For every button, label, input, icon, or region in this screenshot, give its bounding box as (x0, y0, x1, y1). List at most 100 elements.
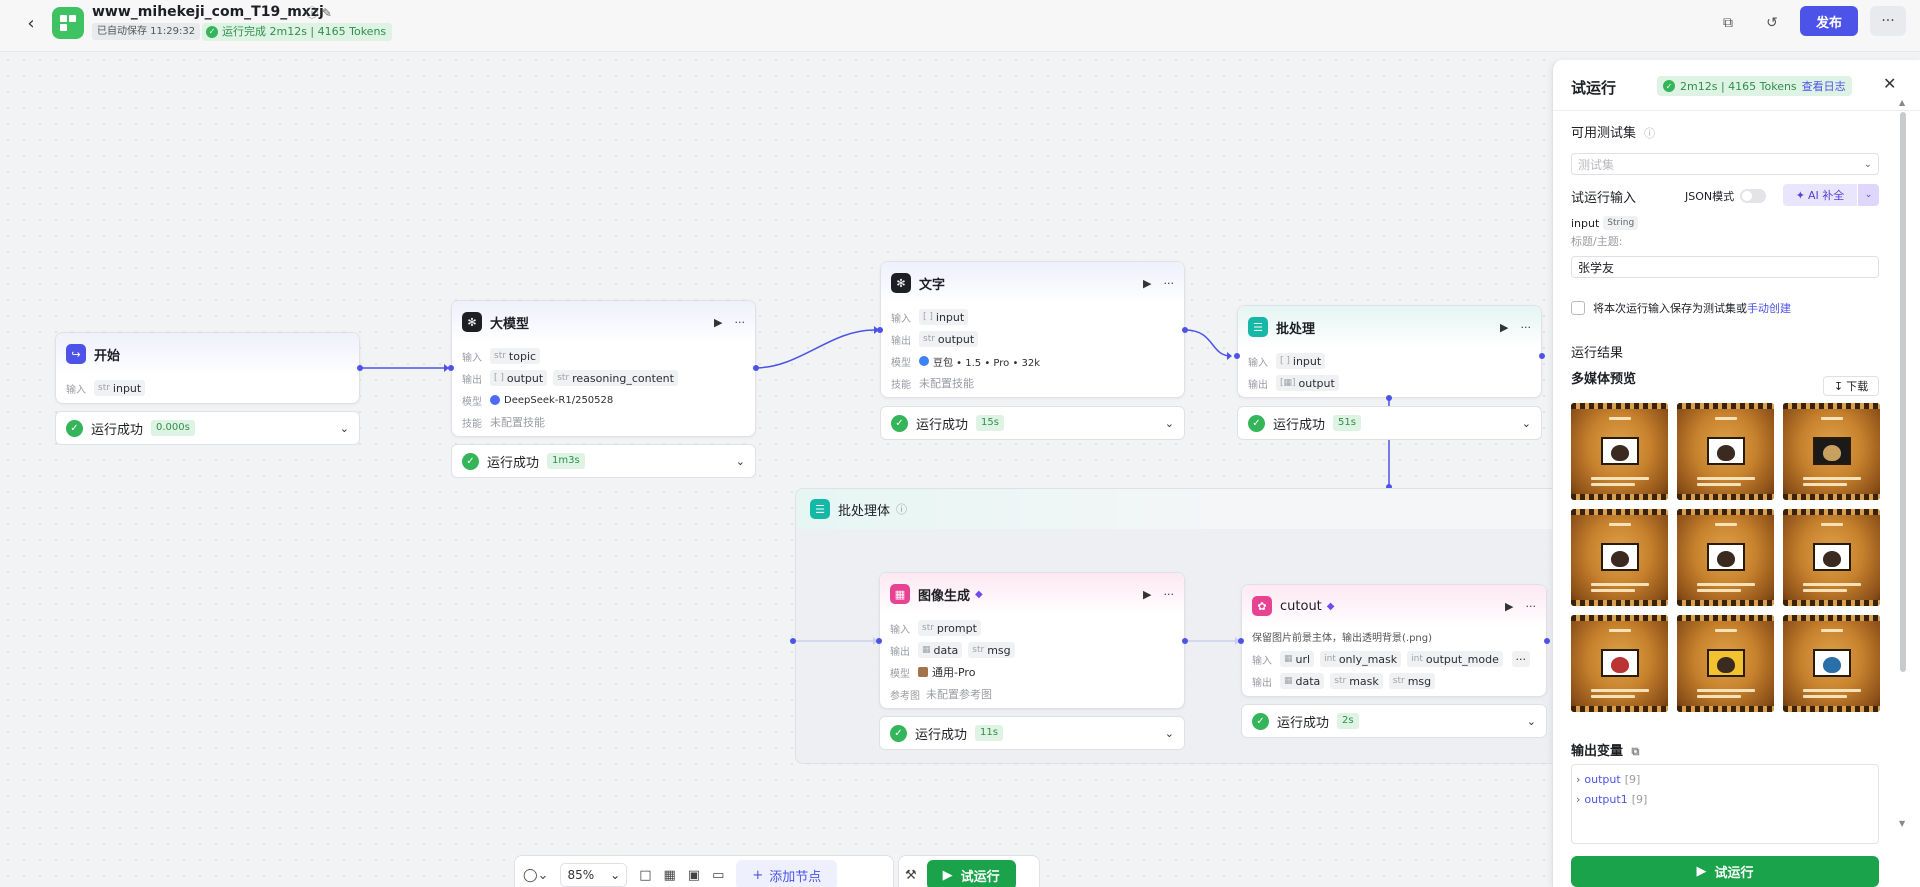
variable-tag: [ ]output (490, 370, 548, 386)
run-status-start[interactable]: ✓ 运行成功 0.000s ⌄ (55, 411, 360, 445)
output-port[interactable] (1182, 327, 1188, 333)
play-icon[interactable]: ▶ (714, 315, 723, 329)
play-icon[interactable]: ▶ (1505, 599, 1514, 613)
history-icon[interactable]: ↺ (1766, 15, 1778, 31)
media-thumbnail[interactable] (1571, 403, 1668, 500)
input-port[interactable] (1238, 638, 1244, 644)
media-thumbnail[interactable] (1677, 509, 1774, 606)
input-field[interactable]: 张学友 (1571, 256, 1879, 278)
premium-icon: ◆ (975, 588, 983, 600)
more-icon[interactable]: ··· (1163, 587, 1175, 601)
image-icon[interactable]: ▣ (687, 867, 701, 883)
media-thumbnail[interactable] (1677, 615, 1774, 712)
run-status-image-gen[interactable]: ✓ 运行成功 11s ⌄ (879, 716, 1185, 750)
run-status-llm[interactable]: ✓ 运行成功 1m3s ⌄ (451, 444, 756, 478)
ai-fill-button[interactable]: ✦AI 补全 ⌄ (1783, 184, 1879, 206)
more-icon[interactable]: ··· (1163, 276, 1175, 290)
panel-trial-run-button[interactable]: ▶ 试运行 (1571, 856, 1879, 887)
download-button[interactable]: ↧ 下载 (1823, 376, 1879, 396)
run-status-batch[interactable]: ✓ 运行成功 51s ⌄ (1237, 406, 1542, 440)
image-node-icon: ▦ (890, 584, 910, 604)
download-icon: ↧ (1833, 379, 1844, 393)
play-icon[interactable]: ▶ (1143, 587, 1152, 601)
trial-run-button[interactable]: ▶ 试运行 (926, 860, 1016, 887)
scroll-up-icon[interactable]: ▲ (1899, 98, 1906, 107)
json-mode-toggle[interactable]: JSON模式 (1685, 188, 1767, 204)
input-port[interactable] (448, 365, 454, 371)
layout-icon[interactable]: ▦ (663, 867, 676, 883)
output-port[interactable] (1182, 638, 1188, 644)
more-icon[interactable]: ··· (734, 315, 746, 329)
info-icon[interactable]: ⓘ (306, 6, 319, 20)
toggle-switch[interactable] (1740, 189, 1767, 203)
batch-body-port[interactable] (1386, 484, 1392, 490)
batch-port[interactable] (1386, 395, 1392, 401)
save-testset-checkbox[interactable] (1571, 301, 1585, 315)
node-batch[interactable]: ☰ 批处理 ▶ ··· 输入[ ]input 输出[▦]output (1237, 305, 1542, 398)
input-port[interactable] (1234, 353, 1240, 359)
add-node-button[interactable]: + 添加节点 (736, 860, 838, 887)
more-icon[interactable]: ··· (1511, 651, 1530, 667)
edit-icon[interactable]: ✎ (321, 6, 332, 20)
copy-icon[interactable]: ⧉ (1631, 745, 1640, 758)
chevron-down-icon[interactable]: ⌄ (339, 421, 349, 435)
view-log-link[interactable]: 查看日志 (1801, 80, 1846, 93)
output-port[interactable] (753, 365, 759, 371)
panel-scrollbar[interactable]: ▲ ▼ (1899, 98, 1907, 833)
chevron-down-icon[interactable]: ⌄ (1857, 184, 1879, 206)
scrollbar-thumb[interactable] (1900, 112, 1906, 672)
chevron-down-icon[interactable]: ⌄ (1521, 416, 1531, 430)
info-icon[interactable]: ⓘ (1644, 127, 1656, 140)
media-thumbnail[interactable] (1677, 403, 1774, 500)
output-port[interactable] (1544, 638, 1550, 644)
run-status-text[interactable]: ✓ 运行成功 15s ⌄ (880, 406, 1185, 440)
output-var-item[interactable]: › output [9] (1576, 772, 1641, 786)
close-icon[interactable]: ✕ (1883, 74, 1897, 93)
chevron-right-icon: › (1576, 772, 1581, 786)
output-port[interactable] (357, 365, 363, 371)
run-status-cutout[interactable]: ✓ 运行成功 2s ⌄ (1241, 704, 1547, 738)
manual-create-link[interactable]: 手动创建 (1747, 302, 1791, 315)
media-thumbnail[interactable] (1783, 615, 1880, 712)
play-icon[interactable]: ▶ (1143, 276, 1152, 290)
media-thumbnail[interactable] (1783, 403, 1880, 500)
output-port[interactable] (1539, 353, 1545, 359)
scroll-down-icon[interactable]: ▼ (1899, 819, 1906, 828)
testset-select[interactable]: 测试集 ⌄ (1571, 153, 1879, 175)
play-icon[interactable]: ▶ (1500, 320, 1509, 334)
more-icon[interactable]: ··· (1525, 599, 1537, 613)
publish-button[interactable]: 发布 (1800, 6, 1858, 36)
input-port[interactable] (876, 638, 882, 644)
zoom-select[interactable]: 85% ⌄ (560, 863, 628, 887)
media-thumbnail[interactable] (1783, 509, 1880, 606)
mouse-mode-icon[interactable]: ◯⌄ (523, 867, 549, 883)
node-cutout[interactable]: ✿ cutout ◆ ▶ ··· 保留图片前景主体，输出透明背景(.png) 输… (1241, 584, 1547, 697)
bottom-toolbar: ◯⌄ 85% ⌄ □ ▦ ▣ ▭ + 添加节点 (514, 855, 894, 887)
autosave-badge: 已自动保存 11:29:32 (92, 23, 201, 40)
wrench-icon[interactable]: ⚒ (905, 867, 917, 883)
group-input-port[interactable] (790, 638, 796, 644)
minimap-icon[interactable]: ▭ (712, 867, 725, 883)
info-icon[interactable]: ⓘ (896, 503, 908, 516)
copy-icon[interactable]: ⧉ (1723, 15, 1733, 31)
media-thumbnail[interactable] (1571, 615, 1668, 712)
output-var-item[interactable]: › output1 [9] (1576, 792, 1648, 806)
chevron-down-icon[interactable]: ⌄ (735, 454, 745, 468)
input-port[interactable] (877, 327, 883, 333)
more-icon[interactable]: ··· (1870, 6, 1906, 36)
comment-icon[interactable]: □ (639, 867, 652, 883)
chevron-down-icon[interactable]: ⌄ (1164, 726, 1174, 740)
media-thumbnail[interactable] (1571, 509, 1668, 606)
back-arrow-icon[interactable]: ‹ (27, 12, 35, 34)
play-icon: ▶ (942, 867, 953, 883)
more-icon[interactable]: ··· (1520, 320, 1532, 334)
chevron-down-icon[interactable]: ⌄ (1526, 714, 1536, 728)
chevron-down-icon[interactable]: ⌄ (1164, 416, 1174, 430)
